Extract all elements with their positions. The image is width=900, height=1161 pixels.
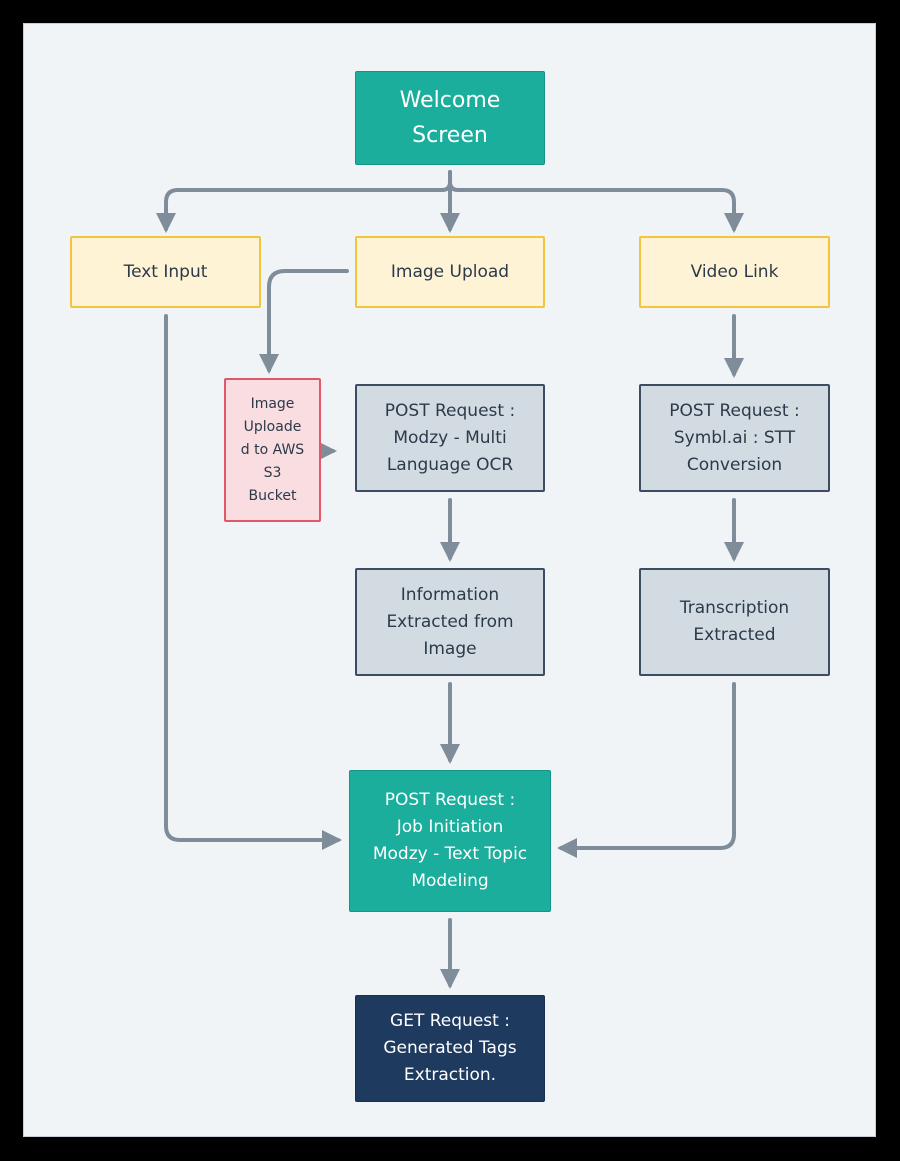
- welcome-screen-node: Welcome Screen: [355, 71, 545, 165]
- image-s3-upload-node: Image Uploade d to AWS S3 Bucket: [224, 378, 321, 522]
- info-extracted-node: Information Extracted from Image: [355, 568, 545, 676]
- video-link-node: Video Link: [639, 236, 830, 308]
- get-tags-request-node: GET Request : Generated Tags Extraction.: [355, 995, 545, 1102]
- text-input-node: Text Input: [70, 236, 261, 308]
- post-stt-request-node: POST Request : Symbl.ai : STT Conversion: [639, 384, 830, 492]
- post-job-initiation-node: POST Request : Job Initiation Modzy - Te…: [349, 770, 551, 912]
- post-ocr-request-node: POST Request : Modzy - Multi Language OC…: [355, 384, 545, 492]
- image-upload-node: Image Upload: [355, 236, 545, 308]
- transcription-extracted-node: Transcription Extracted: [639, 568, 830, 676]
